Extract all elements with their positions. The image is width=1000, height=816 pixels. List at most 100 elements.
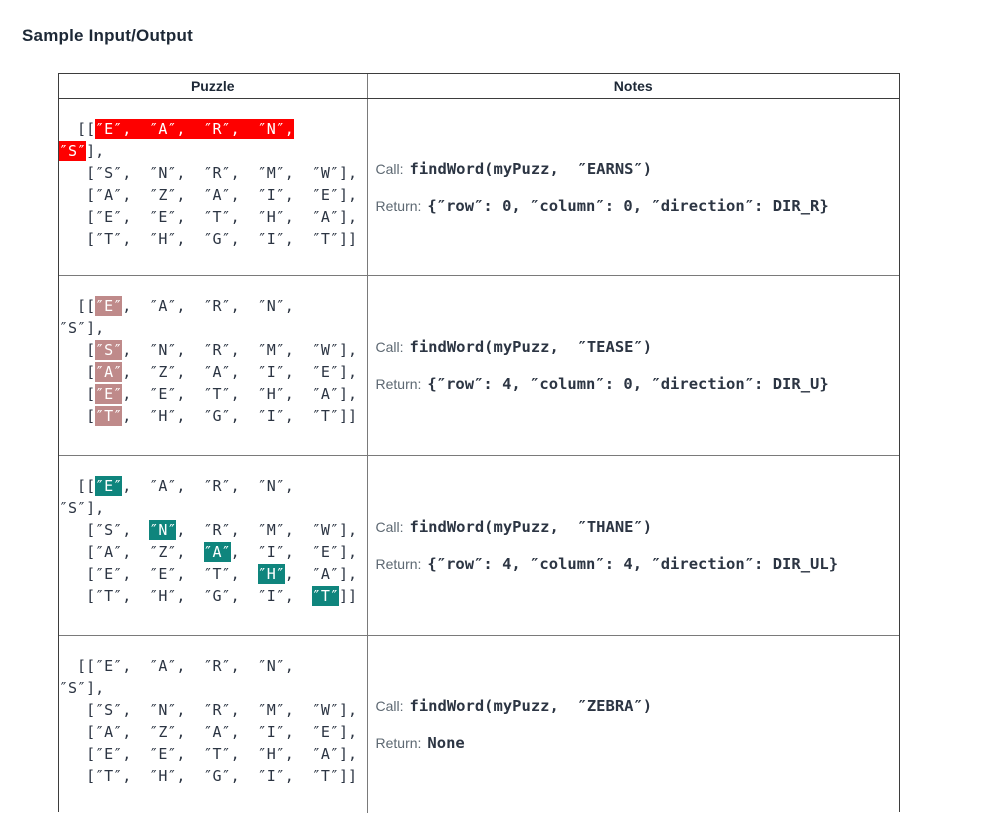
call-label: Call: xyxy=(375,519,404,535)
call-label: Call: xyxy=(375,160,404,177)
puzzle-code: [[″E″, ″A″, ″R″, ″N″,″S″], [″S″, ″N″, ″R… xyxy=(59,276,367,427)
table-row: [[″E″, ″A″, ″R″, ″N″,″S″], [″S″, ″N″, ″R… xyxy=(59,455,899,636)
puzzle-code-line: [″A″, ″Z″, ″A″, ″I″, ″E″], xyxy=(59,361,367,383)
code-text: [[ xyxy=(59,120,96,138)
code-text: ″S″], xyxy=(59,319,105,337)
puzzle-code-line: [″E″, ″E″, ″T″, ″H″, ″A″], xyxy=(59,383,367,405)
highlighted-letters: ″N″ xyxy=(149,520,177,540)
call-label: Call: xyxy=(375,339,404,355)
highlighted-letters: ″A″ xyxy=(203,542,231,562)
return-code: {″row″: 4, ″column″: 4, ″direction″: DIR… xyxy=(427,555,839,573)
return-code: {″row″: 0, ″column″: 0, ″direction″: DIR… xyxy=(427,196,829,215)
call-code: findWord(myPuzz, ″ZEBRA″) xyxy=(409,696,653,715)
code-text: [ xyxy=(59,385,96,403)
notes-block: Call: findWord(myPuzz, ″EARNS″) Return: {″r… xyxy=(376,159,894,216)
code-text: [″A″, ″Z″, ″A″, ″I″, ″E″], xyxy=(59,186,358,204)
call-line: Call: findWord(myPuzz, ″TEASE″) xyxy=(376,337,894,357)
code-text: [″T″, ″H″, ″G″, ″I″, ″T″]] xyxy=(59,767,358,785)
call-label: Call: xyxy=(375,697,404,714)
puzzle-code: [[″E″, ″A″, ″R″, ″N″,″S″], [″S″, ″N″, ″R… xyxy=(59,99,367,250)
page-title: Sample Input/Output xyxy=(22,26,193,45)
puzzle-code-line: [″T″, ″H″, ″G″, ″I″, ″T″]] xyxy=(59,585,367,607)
highlighted-letters: ″S″ xyxy=(59,141,87,161)
highlighted-letters: ″S″ xyxy=(95,340,123,360)
puzzle-code-line: ″S″], xyxy=(59,677,367,699)
notes-cell: Call: findWord(myPuzz, ″ZEBRA″) Return: Non… xyxy=(366,635,899,813)
puzzle-cell: [[″E″, ″A″, ″R″, ″N″,″S″], [″S″, ″N″, ″R… xyxy=(59,455,368,636)
code-text: [″E″, ″E″, ″T″, ″H″, ″A″], xyxy=(59,208,358,226)
notes-block: Call: findWord(myPuzz, ″ZEBRA″) Return: Non… xyxy=(376,696,894,753)
return-code: {″row″: 4, ″column″: 0, ″direction″: DIR… xyxy=(427,375,829,393)
puzzle-code-line: [″S″, ″N″, ″R″, ″M″, ″W″], xyxy=(59,519,367,541)
code-text: [″E″, ″E″, ″T″, xyxy=(59,565,258,583)
puzzle-cell: [[″E″, ″A″, ″R″, ″N″,″S″], [″S″, ″N″, ″R… xyxy=(59,275,368,456)
puzzle-code: [[″E″, ″A″, ″R″, ″N″, ″S″], [″S″, ″N″, ″R… xyxy=(59,636,367,787)
puzzle-code-line: [″A″, ″Z″, ″A″, ″I″, ″E″], xyxy=(59,721,367,743)
code-text: , ″A″, ″R″, ″N″, xyxy=(122,297,294,315)
code-text: , ″I″, ″E″], xyxy=(230,543,358,561)
return-label: Return: xyxy=(375,197,422,214)
code-text: [″T″, ″H″, ″G″, ″I″, xyxy=(59,587,312,605)
notes-block: Call: findWord(myPuzz, ″TEASE″) Return: {″r… xyxy=(376,337,894,394)
puzzle-code-line: [″A″, ″Z″, ″A″, ″I″, ″E″], xyxy=(59,541,367,563)
code-text: ″S″], xyxy=(59,679,105,697)
return-label: Return: xyxy=(375,556,422,572)
return-line: Return: {″row″: 4, ″column″: 0, ″directio… xyxy=(376,374,894,394)
puzzle-code-line: ″S″], xyxy=(59,497,367,519)
call-line: Call: findWord(myPuzz, ″ZEBRA″) xyxy=(376,696,894,716)
puzzle-code: [[″E″, ″A″, ″R″, ″N″,″S″], [″S″, ″N″, ″R… xyxy=(59,456,367,607)
puzzle-code-line: [[″E″, ″A″, ″R″, ″N″, xyxy=(59,655,367,677)
return-label: Return: xyxy=(375,376,422,392)
code-text: [ xyxy=(59,363,96,381)
highlighted-letters: ″E″, ″A″, ″R″, ″N″, xyxy=(95,119,294,139)
code-text: , ″N″, ″R″, ″M″, ″W″], xyxy=(122,341,358,359)
column-header-notes: Notes xyxy=(366,74,899,99)
highlighted-letters: ″E″ xyxy=(95,296,123,316)
code-text: [″A″, ″Z″, ″A″, ″I″, ″E″], xyxy=(59,723,358,741)
notes-block: Call: findWord(myPuzz, ″THANE″) Return: {″r… xyxy=(376,517,894,574)
return-line: Return: {″row″: 4, ″column″: 4, ″directio… xyxy=(376,554,894,574)
highlighted-letters: ″T″ xyxy=(311,586,339,606)
code-text: [[ xyxy=(59,477,96,495)
code-text: [″A″, ″Z″, xyxy=(59,543,204,561)
puzzle-code-line: [″E″, ″E″, ″T″, ″H″, ″A″], xyxy=(59,743,367,765)
code-text: [″S″, ″N″, ″R″, ″M″, ″W″], xyxy=(59,701,358,719)
puzzle-cell: [[″E″, ″A″, ″R″, ″N″, ″S″], [″S″, ″N″, ″R… xyxy=(59,635,368,813)
code-text: [″S″, xyxy=(59,521,150,539)
puzzle-code-line: ″S″], xyxy=(59,140,367,162)
puzzle-code-line: [″E″, ″E″, ″T″, ″H″, ″A″], xyxy=(59,563,367,585)
code-text: [[″E″, ″A″, ″R″, ″N″, xyxy=(59,657,294,675)
code-text: [″E″, ″E″, ″T″, ″H″, ″A″], xyxy=(59,745,358,763)
return-label: Return: xyxy=(375,734,422,751)
code-text: , ″Z″, ″A″, ″I″, ″E″], xyxy=(122,363,358,381)
code-text: [[ xyxy=(59,297,96,315)
notes-cell: Call: findWord(myPuzz, ″TEASE″) Return: {″r… xyxy=(366,275,899,456)
code-text: ]] xyxy=(338,587,358,605)
code-text: [″T″, ″H″, ″G″, ″I″, ″T″]] xyxy=(59,230,358,248)
puzzle-code-line: [″T″, ″H″, ″G″, ″I″, ″T″]] xyxy=(59,765,367,787)
table-header-row: Puzzle Notes xyxy=(59,74,899,99)
call-code: findWord(myPuzz, ″TEASE″) xyxy=(409,338,653,356)
column-header-puzzle: Puzzle xyxy=(59,74,368,99)
code-text: [ xyxy=(59,341,96,359)
table-body: [[″E″, ″A″, ″R″, ″N″,″S″], [″S″, ″N″, ″R… xyxy=(59,98,899,813)
code-text: [″S″, ″N″, ″R″, ″M″, ″W″], xyxy=(59,164,358,182)
code-text: , ″H″, ″G″, ″I″, ″T″]] xyxy=(122,407,358,425)
call-line: Call: findWord(myPuzz, ″EARNS″) xyxy=(376,159,894,179)
return-code: None xyxy=(427,733,465,752)
call-code: findWord(myPuzz, ″EARNS″) xyxy=(409,159,653,178)
puzzle-code-line: [″S″, ″N″, ″R″, ″M″, ″W″], xyxy=(59,699,367,721)
notes-cell: Call: findWord(myPuzz, ″THANE″) Return: {″r… xyxy=(366,455,899,636)
table-row: [[″E″, ″A″, ″R″, ″N″,″S″], [″S″, ″N″, ″R… xyxy=(59,275,899,456)
code-text: ″S″], xyxy=(59,499,105,517)
return-line: Return: None xyxy=(376,733,894,753)
highlighted-letters: ″E″ xyxy=(95,384,123,404)
puzzle-code-line: [[″E″, ″A″, ″R″, ″N″, xyxy=(59,295,367,317)
notes-cell: Call: findWord(myPuzz, ″EARNS″) Return: {″r… xyxy=(366,98,899,276)
code-text: , ″A″, ″R″, ″N″, xyxy=(122,477,294,495)
code-text: , ″E″, ″T″, ″H″, ″A″], xyxy=(122,385,358,403)
call-code: findWord(myPuzz, ″THANE″) xyxy=(409,518,653,536)
highlighted-letters: ″T″ xyxy=(95,406,123,426)
call-line: Call: findWord(myPuzz, ″THANE″) xyxy=(376,517,894,537)
